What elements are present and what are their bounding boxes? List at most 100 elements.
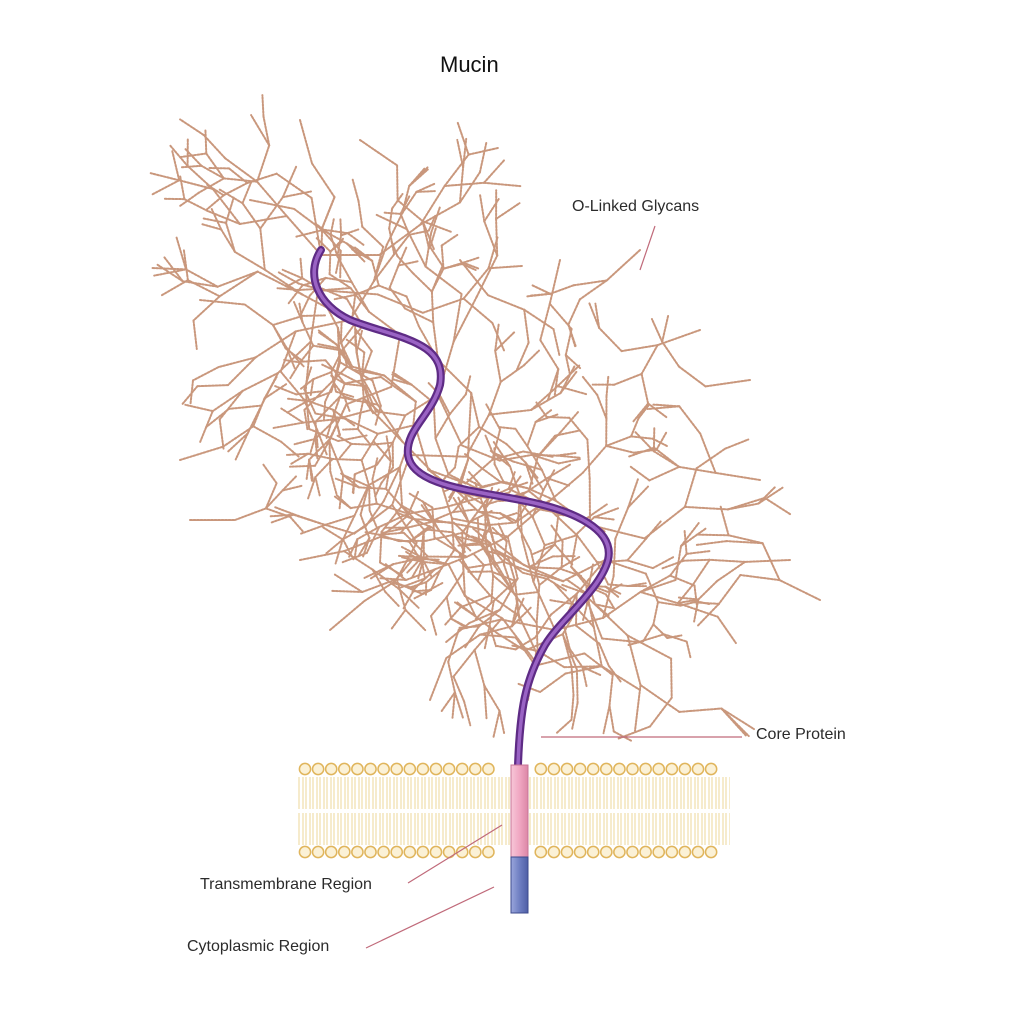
glycan-chain <box>369 441 394 446</box>
glycan-chain <box>437 528 464 558</box>
lipid-head <box>691 845 705 859</box>
glycan-chain <box>400 518 414 534</box>
glycan-chain <box>421 581 445 595</box>
glycan-chain <box>391 503 418 544</box>
glycan-chain <box>269 513 295 518</box>
glycan-chain <box>361 225 385 248</box>
glycan-chain <box>582 603 588 622</box>
glycan-chain <box>510 644 540 653</box>
glycan-chain <box>202 134 227 160</box>
lipid-head <box>442 762 456 776</box>
glycan-chain <box>680 522 700 548</box>
glycan-chain <box>646 405 681 410</box>
glycan-chain <box>464 593 477 618</box>
glycan-chain <box>293 437 317 446</box>
lipid-head <box>403 845 417 859</box>
glycan-chain <box>314 458 334 479</box>
lipid-head <box>390 845 404 859</box>
glycan-chain <box>346 242 370 259</box>
glycan-chain <box>453 691 465 720</box>
glycan-chain <box>179 164 203 169</box>
glycan-chain <box>452 675 466 703</box>
glycan-chain <box>570 565 588 587</box>
glycan-chain <box>716 560 746 583</box>
glycan-chain <box>281 165 298 199</box>
glycan-chain <box>295 390 324 396</box>
glycan-chain <box>397 245 408 267</box>
glycan-chain <box>470 392 481 428</box>
glycan-chain <box>476 516 481 543</box>
glycan-chain <box>639 684 681 713</box>
glycan-chain <box>494 349 502 383</box>
glycan-chain <box>401 185 411 215</box>
glycan-chain <box>552 328 561 357</box>
glycan-chain <box>459 594 492 609</box>
glycan-chain <box>324 514 356 526</box>
glycan-chain <box>339 442 353 459</box>
glycan-chain <box>227 432 249 453</box>
glycan-chain <box>430 290 435 324</box>
glycan-chain <box>683 467 698 508</box>
glycan-chain <box>575 624 601 645</box>
glycan-chain <box>670 657 673 699</box>
glycan-chain <box>593 516 616 521</box>
glycan-chain <box>442 263 464 270</box>
glycan-chain <box>514 636 536 666</box>
lipid-head <box>482 845 495 859</box>
glycan-chain <box>432 401 437 440</box>
glycan-chain <box>447 660 456 694</box>
glycan-chain <box>308 438 331 461</box>
glycan-chain <box>697 580 718 601</box>
glycan-chain <box>286 400 309 414</box>
glycan-chain <box>281 268 304 280</box>
glycan-chain <box>401 190 418 215</box>
glycan-chain <box>385 435 392 463</box>
glycan-chain <box>492 441 512 468</box>
lipid-head <box>599 762 613 776</box>
glycan-chain <box>246 172 278 184</box>
glycan-chain <box>218 188 244 205</box>
glycan-chain <box>465 413 490 458</box>
glycan-chain <box>375 213 408 231</box>
glycan-chain <box>657 601 682 607</box>
glycan-chain <box>293 207 323 231</box>
glycan-chain <box>299 294 311 317</box>
glycan-chain <box>454 601 477 618</box>
glycan-chain <box>196 384 229 388</box>
glycan-chain <box>546 477 571 487</box>
glycan-chain <box>640 344 659 375</box>
glycan-chain <box>523 308 555 331</box>
glycan-chain <box>330 374 346 385</box>
glycan-chain <box>719 505 730 537</box>
glycan-chain <box>314 420 319 449</box>
glycan-chain <box>685 640 692 660</box>
glycan-chain <box>192 366 220 382</box>
lipid-head <box>364 845 377 859</box>
glycan-chain <box>532 580 556 631</box>
glycan-chain <box>360 350 373 380</box>
glycan-chain <box>354 328 373 353</box>
glycan-chain <box>379 536 411 543</box>
glycan-chain <box>421 560 450 566</box>
glycan-chain <box>408 168 429 187</box>
glycan-chain <box>437 359 473 394</box>
glycan-chain <box>637 403 651 420</box>
lipid-head <box>455 762 469 776</box>
glycan-chain <box>256 144 271 183</box>
glycan-chain <box>151 267 187 271</box>
glycan-chain <box>430 267 445 293</box>
lipid-head <box>678 845 692 859</box>
glycan-chain <box>388 264 400 289</box>
glycan-chain <box>434 437 450 476</box>
glycan-chain <box>693 598 700 623</box>
glycan-chain <box>430 614 438 637</box>
glycan-chain <box>534 413 559 423</box>
glycan-chain <box>430 205 442 234</box>
glycan-chain <box>443 153 470 187</box>
glycan-chain <box>371 457 379 481</box>
leader-line-transmembrane <box>407 824 503 884</box>
glycan-chain <box>342 474 372 489</box>
glycan-chain <box>350 442 372 446</box>
glycan-chain <box>469 535 492 544</box>
glycan-chain <box>404 568 436 581</box>
